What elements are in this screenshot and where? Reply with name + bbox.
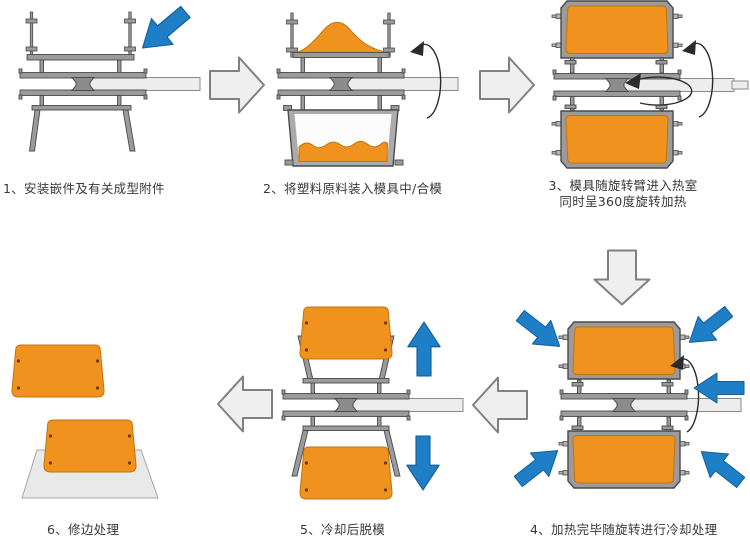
cradle-arm xyxy=(383,430,401,477)
rotating-spindle xyxy=(281,389,464,421)
step-2-caption: 2、将塑料原料装入模具中/合模 xyxy=(263,181,443,196)
rotation-arrow-icon xyxy=(410,41,442,119)
cooling-air-arrow-icon xyxy=(691,439,750,495)
molded-part xyxy=(299,446,393,500)
clamp-bolt xyxy=(25,11,38,57)
molded-part xyxy=(11,344,105,398)
molded-part xyxy=(299,306,393,360)
step-6-caption: 6、修边处理 xyxy=(47,522,120,537)
rotating-spindle xyxy=(552,69,735,101)
rotation-arrow-icon xyxy=(625,73,693,106)
lower-mold xyxy=(558,430,690,489)
step-1-caption: 1、安装嵌件及有关成型附件 xyxy=(3,181,165,196)
plastic-material-in-tub xyxy=(298,140,389,162)
step-3-caption-line2: 同时呈360度旋转加热 xyxy=(559,193,687,209)
demold-up-arrow-icon xyxy=(407,321,441,377)
step-1-mold-frame xyxy=(18,11,201,152)
install-arrow-icon xyxy=(131,0,197,62)
process-flow-arrow-icon xyxy=(472,376,528,434)
process-flow-arrow-icon xyxy=(217,375,273,433)
clamp-bolt xyxy=(124,11,136,57)
step-5-caption: 5、冷却后脱模 xyxy=(300,522,386,537)
step-4-cooling-mold xyxy=(558,321,742,489)
process-flow-arrow-icon xyxy=(209,56,265,114)
step-6-finished-parts xyxy=(11,344,159,499)
cooling-air-arrow-icon xyxy=(510,303,570,359)
process-flow-arrow-icon xyxy=(593,249,651,306)
upper-mold xyxy=(558,321,690,380)
lower-mold xyxy=(551,110,683,169)
step-2-mold-with-material xyxy=(276,12,459,167)
cradle-arm xyxy=(291,430,309,477)
plastic-powder-heap xyxy=(295,21,388,53)
clamp-bolt xyxy=(383,12,395,58)
process-flow-arrow-icon xyxy=(479,56,535,114)
clamp-bolt xyxy=(286,12,298,58)
upper-mold xyxy=(551,0,683,59)
step-5-demolding-frame xyxy=(281,306,464,500)
cooling-air-arrow-icon xyxy=(679,299,739,355)
cooling-air-arrow-icon xyxy=(508,438,568,494)
molded-part xyxy=(43,419,137,473)
frame-leg xyxy=(28,109,41,152)
frame-leg xyxy=(122,109,136,152)
step-3-caption: 3、模具随旋转臂进入热室 同时呈360度旋转加热 xyxy=(533,178,713,209)
rotation-arrow-icon xyxy=(682,40,714,118)
step-3-heated-mold xyxy=(551,0,749,169)
step-3-caption-line1: 3、模具随旋转臂进入热室 xyxy=(548,178,698,193)
rotating-spindle xyxy=(18,68,201,100)
demold-down-arrow-icon xyxy=(406,435,440,491)
step-4-caption: 4、加热完毕随旋转进行冷却处理 xyxy=(530,522,718,537)
rotating-spindle xyxy=(276,68,459,100)
